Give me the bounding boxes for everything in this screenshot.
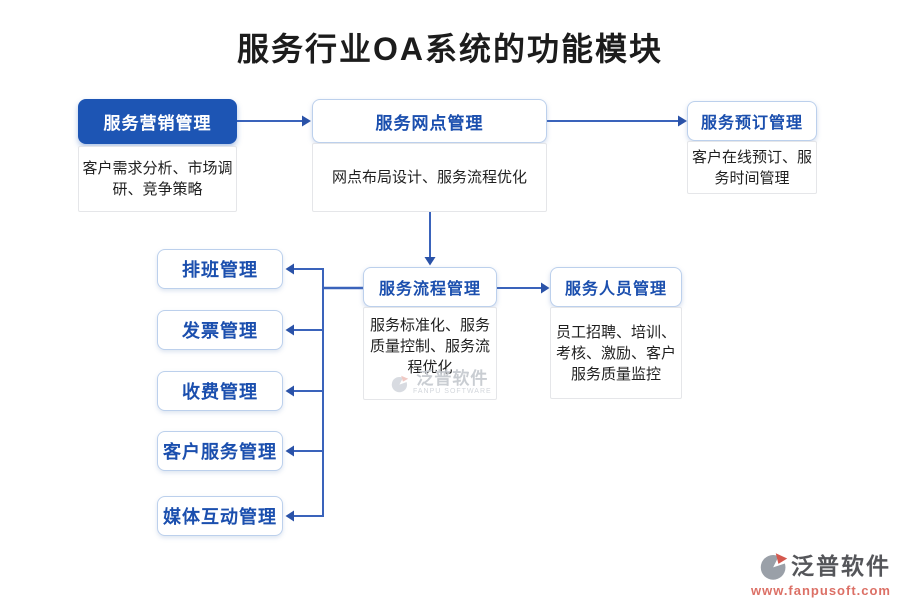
watermark-name: 泛普软件 bbox=[416, 369, 489, 389]
node-service-marketing: 服务营销管理 bbox=[78, 99, 237, 144]
brand-name: 泛普软件 bbox=[791, 553, 891, 579]
watermark-logo: 泛普软件 FANPU SOFTWARE bbox=[390, 370, 492, 397]
desc-service-process: 服务标准化、服务质量控制、服务流程优化 泛普软件 FANPU SOFTWARE bbox=[363, 307, 497, 400]
watermark-subtitle: FANPU SOFTWARE bbox=[413, 388, 492, 396]
arrowhead-down-icon bbox=[424, 257, 436, 266]
watermark-text: 泛普软件 FANPU SOFTWARE bbox=[413, 370, 492, 397]
desc-service-staff: 员工招聘、培训、考核、激励、客户服务质量监控 bbox=[550, 307, 682, 399]
arrowhead-right-icon bbox=[541, 282, 550, 294]
node-scheduling: 排班管理 bbox=[157, 249, 283, 289]
arrowhead-left-icon bbox=[285, 324, 294, 336]
node-service-staff: 服务人员管理 bbox=[550, 267, 682, 307]
arrowhead-left-icon bbox=[285, 445, 294, 457]
node-charging: 收费管理 bbox=[157, 371, 283, 411]
diagram-title: 服务行业OA系统的功能模块 bbox=[236, 31, 663, 67]
fanpu-brand-icon bbox=[760, 551, 789, 580]
desc-service-process-text: 服务标准化、服务质量控制、服务流程优化 bbox=[369, 317, 490, 376]
node-invoice: 发票管理 bbox=[157, 310, 283, 350]
node-customer-service: 客户服务管理 bbox=[157, 431, 283, 471]
arrowhead-left-icon bbox=[285, 510, 294, 522]
node-service-process: 服务流程管理 bbox=[363, 267, 497, 307]
connector-trunk bbox=[293, 268, 324, 517]
fanpu-watermark-icon bbox=[391, 374, 410, 392]
node-service-network: 服务网点管理 bbox=[312, 99, 547, 143]
desc-service-booking: 客户在线预订、服务时间管理 bbox=[687, 141, 817, 194]
desc-service-marketing: 客户需求分析、市场调研、竞争策略 bbox=[78, 146, 237, 212]
brand-url: www.fanpusoft.com bbox=[750, 583, 891, 598]
node-service-booking: 服务预订管理 bbox=[687, 101, 817, 141]
brand-top: 泛普软件 bbox=[751, 551, 891, 582]
arrowhead-left-icon bbox=[285, 263, 294, 275]
node-media-interaction: 媒体互动管理 bbox=[157, 496, 283, 536]
arrowhead-right-icon bbox=[302, 115, 311, 127]
arrowhead-left-icon bbox=[285, 385, 294, 397]
brand-logo: 泛普软件 www.fanpusoft.com bbox=[751, 551, 891, 598]
arrowhead-right-icon bbox=[678, 115, 687, 127]
desc-service-network: 网点布局设计、服务流程优化 bbox=[312, 143, 547, 212]
